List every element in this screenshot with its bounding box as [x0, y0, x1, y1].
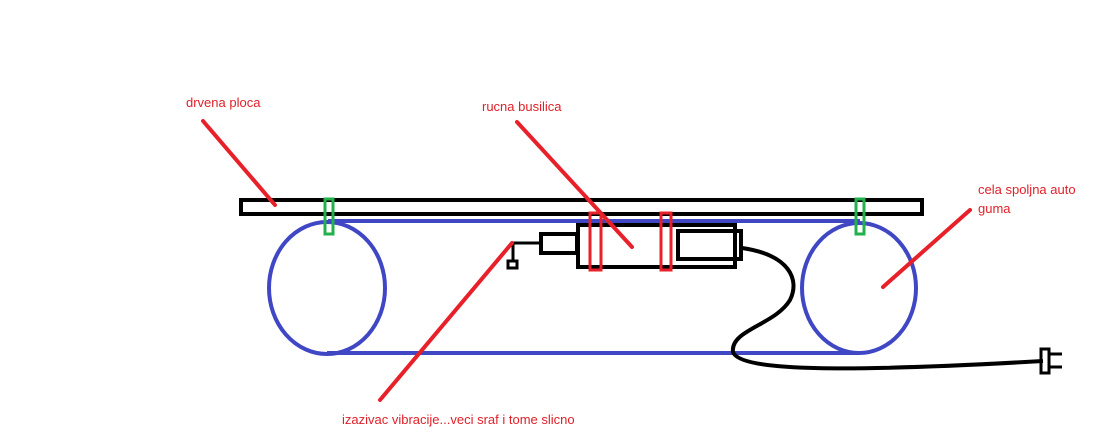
label-drill: rucna busilica — [482, 99, 562, 114]
power-plug-icon — [1039, 347, 1062, 375]
wooden-board — [239, 198, 924, 216]
drill-motor-end — [676, 229, 743, 261]
label-vibrator: izazivac vibracije...veci sraf i tome sl… — [342, 412, 575, 427]
drill-chuck — [539, 232, 579, 255]
drill-clamp-left — [588, 211, 603, 272]
label-board: drvena ploca — [186, 95, 261, 110]
power-cable — [730, 246, 1044, 371]
hand-drill — [506, 223, 743, 270]
pointer-tire — [881, 208, 972, 289]
label-tire-line2: guma — [978, 201, 1011, 216]
right-tire — [800, 221, 918, 355]
label-tire-line1: cela spoljna auto — [978, 182, 1076, 197]
pointer-drill — [515, 120, 634, 249]
board-clamp-left — [323, 197, 335, 236]
vibrator-weight — [506, 259, 519, 270]
annotation-pointers — [201, 119, 972, 402]
pointer-board — [201, 119, 277, 207]
pointer-vibrator — [378, 241, 514, 402]
vibrator-shaft — [511, 241, 541, 262]
tire-system — [267, 219, 918, 356]
drill-clamp-right — [659, 211, 673, 272]
board-clamp-right — [854, 197, 866, 236]
left-tire — [267, 220, 387, 356]
